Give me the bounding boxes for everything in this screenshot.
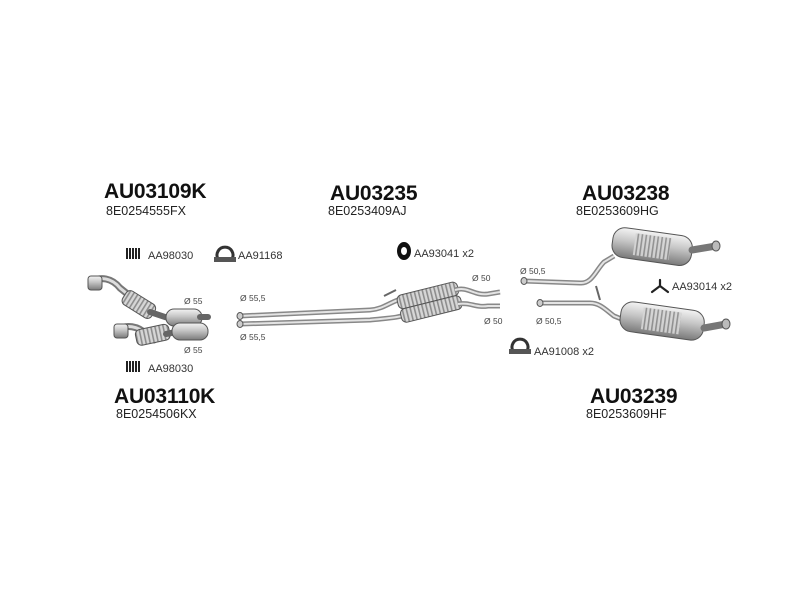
assembly-code: AU03239 [590, 385, 678, 408]
assembly-code: AU03110K [114, 385, 216, 408]
dimension-label: Ø 55 [184, 296, 203, 306]
clamp-icon [214, 245, 236, 262]
part-label-clamp-left: AA91168 [238, 250, 283, 262]
assembly-code: AU03235 [330, 182, 418, 205]
part-label-hanger-right: AA93014 x2 [672, 281, 732, 293]
part-label-gasket-mid: AA93041 x2 [414, 248, 474, 260]
part-label-clamp-right: AA91008 x2 [534, 346, 594, 358]
rear-silencer-bottom [536, 285, 731, 341]
center-pipe-assembly [236, 281, 501, 328]
dimension-label: Ø 50 [472, 273, 491, 283]
catalytic-converter-bottom [113, 322, 209, 346]
dimension-label: Ø 50 [484, 316, 503, 326]
part-label-spring-top: AA98030 [148, 250, 194, 262]
dimension-label: Ø 50,5 [536, 316, 562, 326]
oem-number: 8E0253609HF [586, 407, 667, 421]
assembly-code: AU03109K [104, 180, 207, 203]
hanger-icon [650, 278, 670, 294]
oem-number: 8E0253609HG [576, 204, 659, 218]
rear-silencer-top [520, 227, 721, 286]
dimension-label: Ø 55,5 [240, 293, 266, 303]
clamp-icon [509, 337, 531, 354]
gasket-icon [397, 242, 411, 260]
dimension-label: Ø 50,5 [520, 266, 546, 276]
part-label-spring-bottom: AA98030 [148, 363, 194, 375]
oem-number: 8E0254506KX [116, 407, 197, 421]
dimension-label: Ø 55 [184, 345, 203, 355]
assembly-code: AU03238 [582, 182, 670, 205]
spring-icon [126, 361, 140, 372]
dimension-label: Ø 55,5 [240, 332, 266, 342]
spring-icon [126, 248, 140, 259]
oem-number: 8E0254555FX [106, 204, 186, 218]
oem-number: 8E0253409AJ [328, 204, 407, 218]
